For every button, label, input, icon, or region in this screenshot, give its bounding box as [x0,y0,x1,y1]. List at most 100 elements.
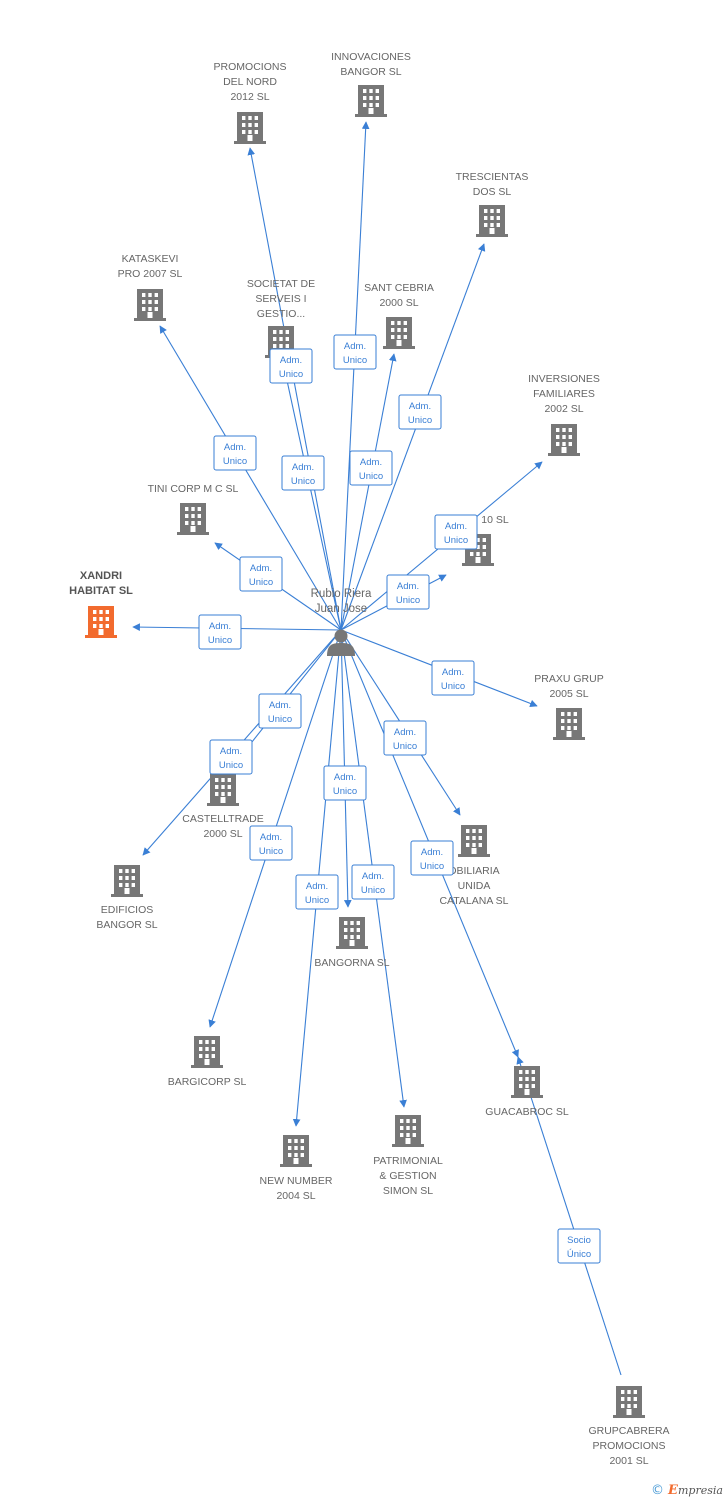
role-badge[interactable]: Adm.Unico [209,739,253,775]
building-icon [548,424,580,456]
role-label: Unico [305,895,329,906]
node-label: 10 SL [481,514,509,526]
building-icon [85,606,117,638]
role-badge-box [281,455,325,491]
role-badge[interactable]: Adm. Unico [258,693,302,729]
role-badge[interactable]: Adm.Unico [213,435,257,471]
role-label: Unico [408,415,432,426]
role-badge[interactable]: Adm.Unico [323,765,367,801]
role-badge-box [213,435,257,471]
company-node-x10[interactable]: 10 SL [462,514,509,566]
node-label: GUACABROC SL [485,1106,569,1118]
role-label: Unico [441,681,465,692]
brand-name: mpresia [678,1484,723,1497]
company-node-bargicorp[interactable]: BARGICORP SL [168,1036,247,1088]
role-label: Adm. [260,832,282,843]
role-label: Adm. [445,521,467,532]
role-badge[interactable]: Adm. Unico [295,874,339,910]
building-icon [383,317,415,349]
building-icon [553,708,585,740]
role-label: Adm. [306,881,328,892]
role-badge-box [249,825,293,861]
role-badge-box [349,450,393,486]
role-badge-box [431,660,475,696]
role-label: Adm. [394,727,416,738]
building-icon [207,774,239,806]
company-node-tinicorp[interactable]: TINI CORP M C SL [148,483,239,535]
footer-brand[interactable]: © E mpresia [651,1483,723,1498]
role-badge-box [386,574,430,610]
role-label: Unico [361,885,385,896]
role-badge[interactable]: Adm.Unico [198,614,242,650]
role-badge[interactable]: Adm.Unico [383,720,427,756]
node-label: TINI CORP M C SL [148,483,239,495]
role-label: Unico [259,846,283,857]
role-badge[interactable]: Adm.Unico [333,334,377,370]
building-icon [280,1135,312,1167]
role-badge[interactable]: Adm.Unico [410,840,454,876]
role-label: Adm. [409,401,431,412]
building-icon [191,1036,223,1068]
role-label: Unico [249,577,273,588]
edge-person-promocions [247,147,342,631]
company-node-bangorna[interactable]: BANGORNA SL [314,917,390,969]
role-badge[interactable]: Adm.Unico [281,455,325,491]
role-badge[interactable]: Adm.Unico [349,450,393,486]
role-label: Adm. [224,442,246,453]
role-badge[interactable]: Adm. Unico [249,825,293,861]
role-label: Adm. [397,581,419,592]
role-badge-box [333,334,377,370]
role-label: Unico [268,714,292,725]
role-label: Unico [444,535,468,546]
role-label: Adm. [269,700,291,711]
role-label: Unico [291,476,315,487]
role-badge[interactable]: Adm. Unico [434,514,478,550]
role-label: Adm. [250,563,272,574]
role-badge[interactable]: Adm.Unico [269,348,313,384]
role-badge-box [323,765,367,801]
role-badge-box [269,348,313,384]
role-label: Adm. [280,355,302,366]
role-badge[interactable]: Adm.Unico [351,864,395,900]
role-badge-box [198,614,242,650]
edge-grupcabrera-guacabroc [516,1056,622,1376]
role-badge[interactable]: Adm.Unico [431,660,475,696]
roles-layer: Adm.UnicoAdm.UnicoAdm.UnicoAdm.UnicoAdm.… [198,334,601,1264]
role-badge[interactable]: Adm. Unico [398,394,442,430]
building-icon [177,503,209,535]
role-badge[interactable]: Adm.Unico [386,574,430,610]
role-badge-box [209,739,253,775]
role-label: Socio [567,1235,591,1246]
building-icon [234,112,266,144]
company-node-guacabroc[interactable]: GUACABROC SL [485,1066,569,1118]
role-badge[interactable]: Adm. Unico [239,556,283,592]
